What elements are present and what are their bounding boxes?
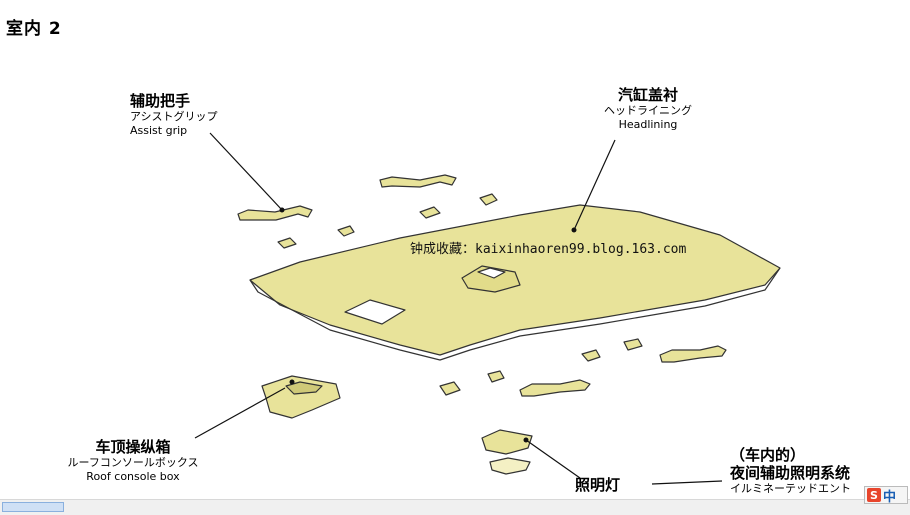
lamp-lens <box>489 457 531 475</box>
label-assist-grip: 辅助把手 アシストグリップ Assist grip <box>130 92 218 138</box>
assist-grip-en: Assist grip <box>130 124 188 137</box>
assist-grip-front-left <box>237 205 313 221</box>
page-title: 室内 2 <box>6 19 62 39</box>
roof-console-cn: 车顶操纵箱 <box>95 438 171 456</box>
clip-8 <box>623 338 643 351</box>
ime-mode-label: 中 <box>883 489 897 505</box>
leader-headlining <box>573 139 616 231</box>
console-opening <box>344 299 406 325</box>
night-aux-jp: イルミネーテッドエント <box>730 482 851 495</box>
sogou-logo-icon: S <box>867 488 881 502</box>
leader-roof-console <box>194 387 286 439</box>
clip-4 <box>479 193 498 206</box>
leader-lamp <box>525 439 581 479</box>
lamp-cn: 照明灯 <box>575 476 621 494</box>
clip-5 <box>439 381 461 396</box>
label-lamp: 照明灯 <box>575 476 620 494</box>
clip-7 <box>581 349 601 362</box>
clip-6 <box>487 370 505 383</box>
clip-1 <box>277 237 297 249</box>
night-aux-cn2: 夜间辅助照明系统 <box>730 464 851 482</box>
headlining-cn: 汽缸盖衬 <box>617 86 678 104</box>
night-aux-cn1: （车内的） <box>730 446 806 464</box>
roof-console-en: Roof console box <box>86 470 180 483</box>
lamp-housing <box>481 429 533 455</box>
assist-grip-rear-left <box>519 379 591 397</box>
clip-2 <box>337 225 355 237</box>
horizontal-scrollbar[interactable] <box>0 499 910 515</box>
headlining-edge <box>249 267 781 361</box>
assist-grip-cn: 辅助把手 <box>130 92 191 110</box>
center-recess <box>461 265 521 293</box>
leader-assist-grip <box>209 132 283 211</box>
roof-console-jp: ルーフコンソールボックス <box>67 456 199 469</box>
label-headlining: 汽缸盖衬 ヘッドライニング Headlining <box>598 86 698 132</box>
headlining-en: Headlining <box>618 118 678 131</box>
headlining-jp: ヘッドライニング <box>604 104 692 117</box>
watermark-text: 钟成收藏：kaixinhaoren99.blog.163.com <box>410 242 687 257</box>
label-night-aux: （车内的） 夜间辅助照明系统 イルミネーテッドエント <box>730 446 851 496</box>
ime-indicator[interactable]: S 中 <box>864 486 908 505</box>
label-roof-console: 车顶操纵箱 ルーフコンソールボックス Roof console box <box>48 438 218 484</box>
assist-grip-front-right <box>379 174 457 188</box>
clip-3 <box>419 206 441 219</box>
assist-grip-rear-right <box>659 345 727 363</box>
scrollbar-thumb[interactable] <box>2 502 64 512</box>
leader-night-aux <box>651 480 723 485</box>
assist-grip-jp: アシストグリップ <box>130 110 218 123</box>
